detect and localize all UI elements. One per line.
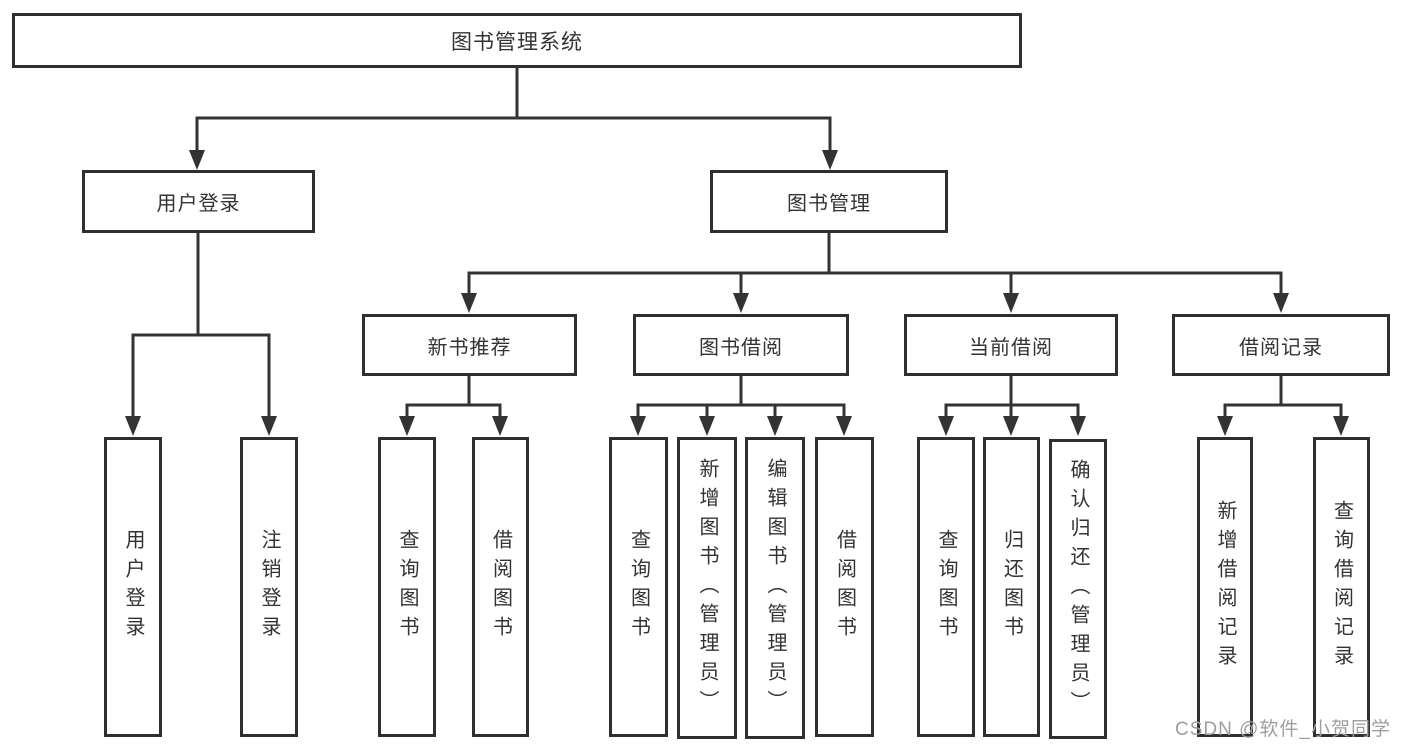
node-current-borrow-label: 当前借阅 [969,336,1053,359]
node-root: 图书管理系统 [12,13,1022,68]
node-logout: 注销登录 [240,437,298,737]
node-query-books-rec-label: 查询图书 [396,529,418,645]
node-query-books-rec: 查询图书 [378,437,436,737]
node-book-borrow-label: 图书借阅 [699,336,783,359]
node-add-books-admin-label: 新增图书（管理员） [696,457,718,719]
csdn-watermark: CSDN @软件_小贺同学 [1175,719,1391,740]
node-user-login-leaf-label: 用户登录 [122,529,144,645]
node-borrow-records: 借阅记录 [1172,314,1390,376]
node-query-books-borrow-label: 查询图书 [627,529,650,645]
node-add-borrow-record-label: 新增借阅记录 [1214,500,1236,674]
node-borrow-books-label: 借阅图书 [833,529,856,645]
node-user-login-label: 用户登录 [156,193,241,215]
node-borrow-books: 借阅图书 [815,437,874,737]
arrowheads [125,150,1349,436]
node-query-books-borrow: 查询图书 [609,437,668,737]
node-return-books: 归还图书 [983,437,1040,737]
node-user-login-leaf: 用户登录 [104,437,162,737]
node-logout-label: 注销登录 [258,529,280,645]
node-query-books-current: 查询图书 [917,437,975,737]
node-current-borrow: 当前借阅 [904,314,1118,376]
node-borrow-books-rec-label: 借阅图书 [489,529,512,645]
node-book-borrow: 图书借阅 [633,314,849,376]
node-edit-books-admin: 编辑图书（管理员） [745,437,805,739]
node-user-login: 用户登录 [82,170,315,233]
node-edit-books-admin-label: 编辑图书（管理员） [764,457,786,719]
node-query-books-current-label: 查询图书 [935,529,957,645]
node-query-borrow-record-label: 查询借阅记录 [1330,500,1353,674]
node-confirm-return-admin-label: 确认归还（管理员） [1067,458,1089,720]
node-query-borrow-record: 查询借阅记录 [1313,437,1370,737]
node-add-borrow-record: 新增借阅记录 [1197,437,1253,737]
node-add-books-admin: 新增图书（管理员） [677,437,737,739]
node-return-books-label: 归还图书 [1000,529,1023,645]
node-book-mgmt-label: 图书管理 [787,193,871,215]
node-borrow-records-label: 借阅记录 [1239,336,1323,359]
node-new-book-rec: 新书推荐 [362,314,577,376]
node-borrow-books-rec: 借阅图书 [472,437,529,737]
node-book-mgmt: 图书管理 [710,170,948,233]
node-new-book-rec-label: 新书推荐 [427,336,512,359]
node-confirm-return-admin: 确认归还（管理员） [1049,439,1107,739]
node-root-label: 图书管理系统 [451,30,583,54]
